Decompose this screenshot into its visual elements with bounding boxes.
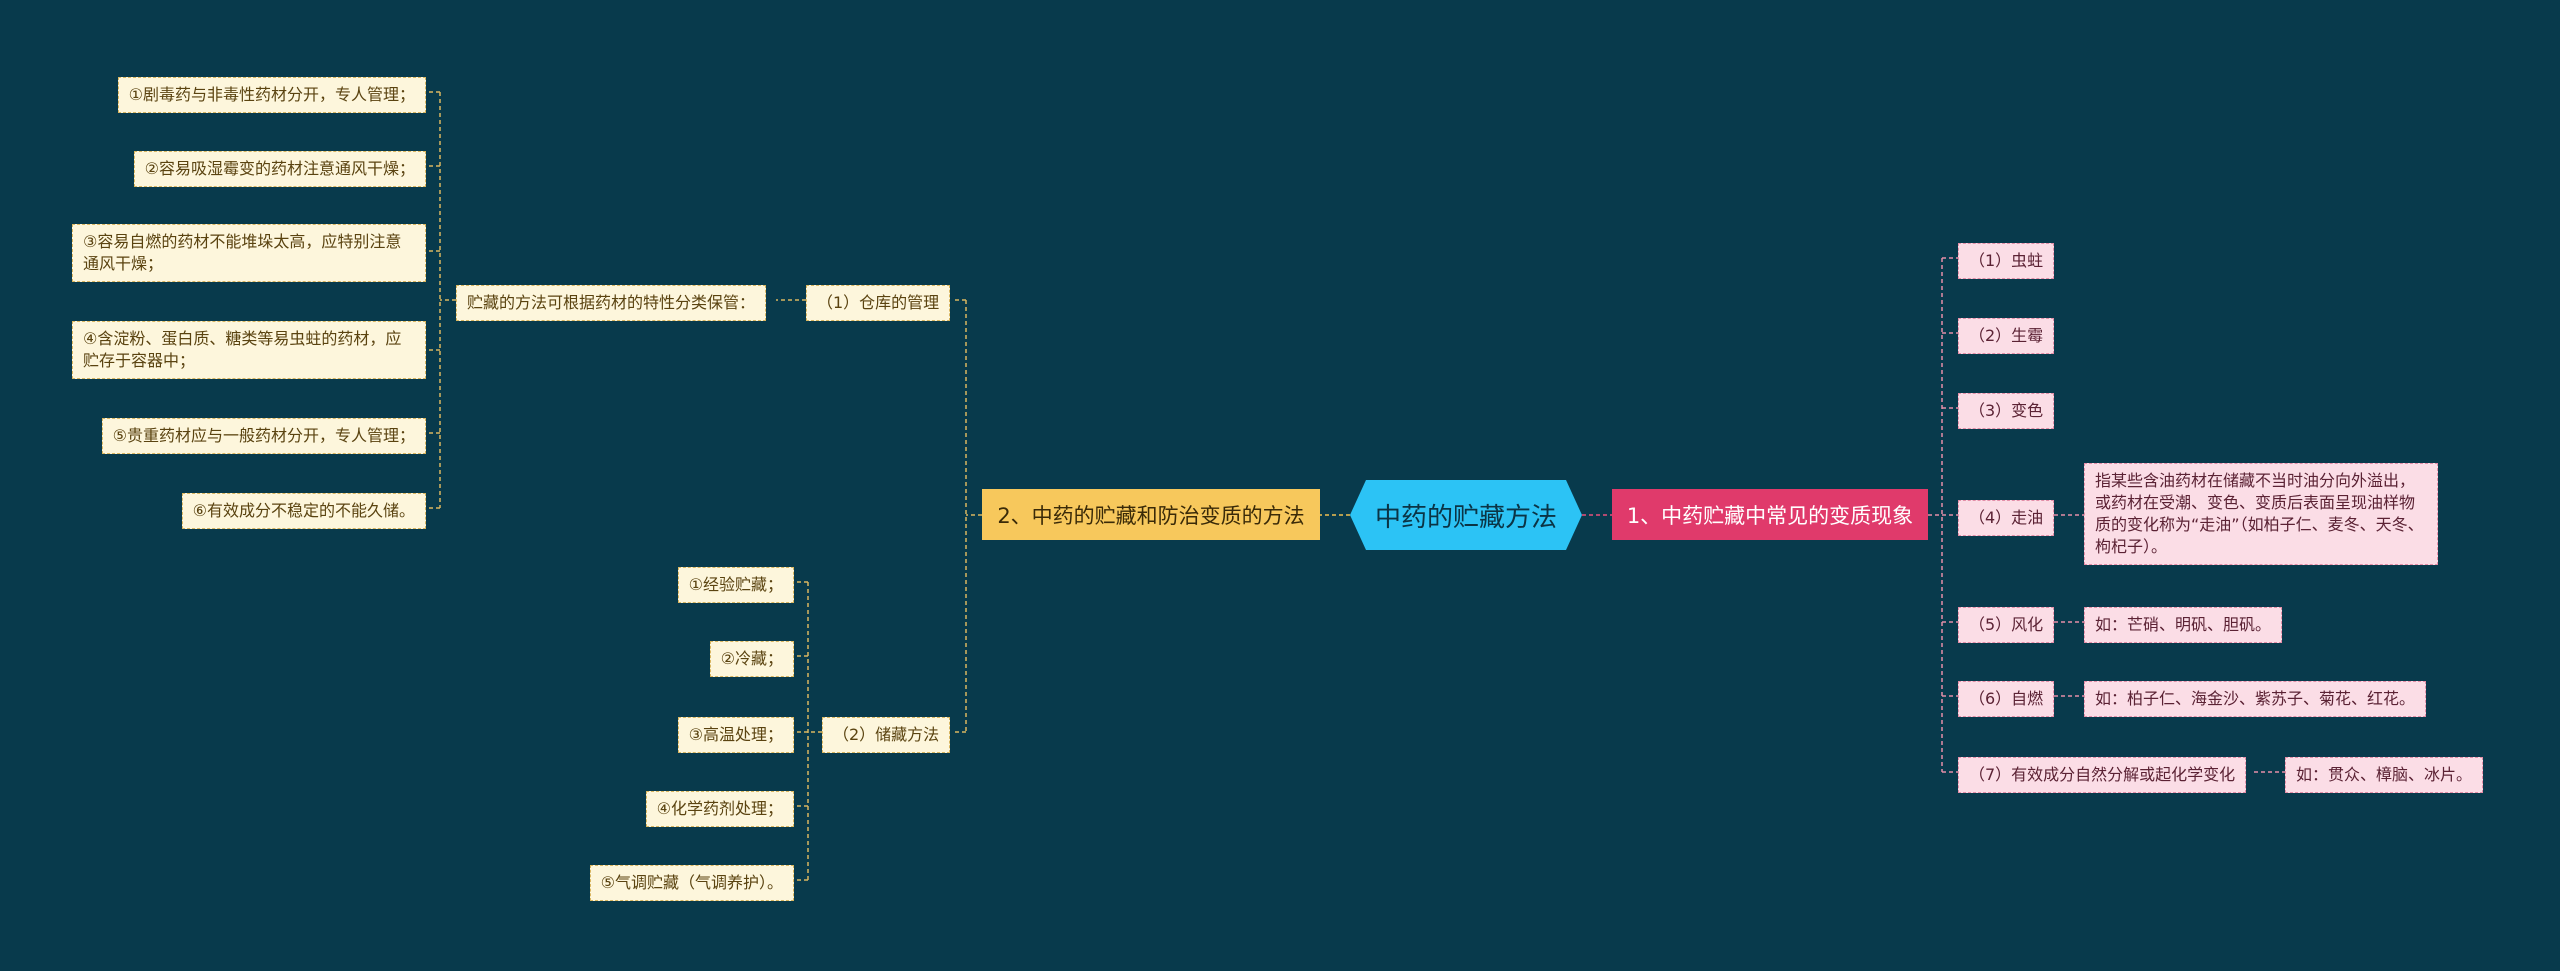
root-topic[interactable]: 中药的贮藏方法 [1350,480,1582,550]
rule-unstable-short-storage[interactable]: ⑥有效成分不稳定的不能久储。 [181,493,426,529]
sub-warehouse-management[interactable]: （1）仓库的管理 [806,285,951,321]
rule-moisture-ventilation[interactable]: ②容易吸湿霉变的药材注意通风干燥； [133,151,426,187]
rule-container-storage[interactable]: ④含淀粉、蛋白质、糖类等易虫蛀的药材，应贮存于容器中； [72,321,426,379]
method-experience[interactable]: ①经验贮藏； [677,567,794,603]
branch-deterioration-phenomena[interactable]: 1、中药贮藏中常见的变质现象 [1612,489,1928,540]
item-mold[interactable]: （2）生霉 [1958,318,2055,354]
item-insect-damage[interactable]: （1）虫蛀 [1958,243,2055,279]
storage-classification-note[interactable]: 贮藏的方法可根据药材的特性分类保管： [456,285,767,321]
item-oil-seepage[interactable]: （4）走油 [1958,500,2055,536]
sub-storage-methods[interactable]: （2）储藏方法 [822,717,951,753]
item-discoloration[interactable]: （3）变色 [1958,393,2055,429]
item-efflorescence[interactable]: （5）风化 [1958,607,2055,643]
item-spontaneous-combustion[interactable]: （6）自燃 [1958,681,2055,717]
rule-combustion-stacking[interactable]: ③容易自燃的药材不能堆垛太高，应特别注意通风干燥； [72,224,426,282]
detail-chemical-change[interactable]: 如：贯众、樟脑、冰片。 [2285,757,2484,793]
detail-spontaneous-combustion[interactable]: 如：柏子仁、海金沙、紫苏子、菊花、红花。 [2084,681,2427,717]
method-controlled-atmosphere[interactable]: ⑤气调贮藏（气调养护）。 [589,865,794,901]
method-high-temperature[interactable]: ③高温处理； [677,717,794,753]
rule-toxic-separation[interactable]: ①剧毒药与非毒性药材分开，专人管理； [117,77,426,113]
rule-precious-separation[interactable]: ⑤贵重药材应与一般药材分开，专人管理； [101,418,426,454]
detail-oil-seepage[interactable]: 指某些含油药材在储藏不当时油分向外溢出，或药材在受潮、变色、变质后表面呈现油样物… [2084,463,2438,565]
method-chemical-agent[interactable]: ④化学药剂处理； [645,791,794,827]
method-cold-storage[interactable]: ②冷藏； [709,641,794,677]
branch-storage-methods[interactable]: 2、中药的贮藏和防治变质的方法 [982,489,1320,540]
detail-efflorescence[interactable]: 如：芒硝、明矾、胆矾。 [2084,607,2283,643]
item-chemical-change[interactable]: （7）有效成分自然分解或起化学变化 [1958,757,2247,793]
